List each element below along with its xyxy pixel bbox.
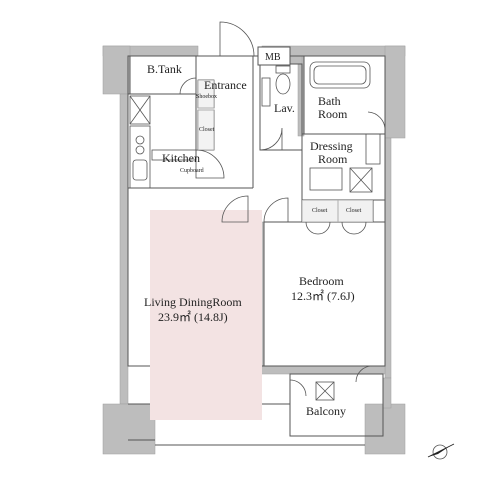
label-living-dining: Living DiningRoom [144, 295, 242, 309]
door-entrance[interactable] [219, 21, 255, 57]
wall-column-top-right [384, 45, 406, 139]
door-bath[interactable] [367, 111, 386, 131]
door-balcony[interactable] [355, 365, 373, 383]
door-living[interactable] [221, 195, 249, 223]
door-balcony-left[interactable] [289, 379, 307, 397]
kitchen-sink [132, 159, 148, 181]
label-b-tank: B.Tank [147, 62, 182, 76]
door-btank[interactable] [179, 77, 197, 95]
label-kitchen: Kitchen [162, 151, 200, 165]
door-lav[interactable] [259, 127, 283, 151]
label-living-dining-area: 23.9㎡ (14.8J) [158, 310, 228, 324]
stove-icon [135, 135, 145, 155]
door-kitchen[interactable] [195, 149, 225, 179]
wall-bath-left [297, 55, 305, 137]
label-bath: Bath [318, 94, 341, 108]
wall-right [384, 137, 392, 379]
kitchen-counter [129, 125, 151, 189]
door-closet-4[interactable] [353, 221, 367, 235]
doors [179, 21, 386, 397]
dressing-box [349, 167, 373, 193]
label-entrance: Entrance [204, 78, 247, 92]
bath-outline [303, 55, 386, 135]
wall-column-bottom-right [364, 403, 406, 455]
closet-strip-shade [302, 200, 373, 222]
label-closet-right: Closet [346, 208, 362, 214]
label-shoebox: Shoebox [196, 94, 217, 100]
wall-balcony-right [382, 377, 392, 409]
label-closet-left: Closet [312, 208, 328, 214]
ac-unit [315, 381, 335, 401]
door-closet-1[interactable] [305, 221, 319, 235]
label-cupboard: Cupboard [180, 168, 204, 174]
label-balcony: Balcony [306, 404, 346, 418]
dressing-closet-top [365, 133, 381, 165]
label-closet-entrance: Closet [199, 127, 215, 133]
compass-icon [427, 443, 455, 460]
bathtub-icon [309, 61, 371, 89]
label-mb: MB [265, 52, 281, 63]
door-closet-2[interactable] [317, 221, 331, 235]
wall-column-bottom-left [102, 403, 156, 455]
door-bedroom[interactable] [263, 197, 289, 223]
wall-left [119, 93, 129, 405]
mb-box [257, 46, 291, 66]
balcony-outline [289, 373, 384, 437]
sink-icon [261, 77, 271, 107]
label-dressing-room: Room [318, 152, 348, 166]
btank-outline [129, 55, 197, 95]
cupboard-cabinet [151, 149, 197, 161]
label-bedroom: Bedroom [299, 274, 344, 288]
label-lav: Lav. [274, 101, 295, 115]
living-dining-area-ext [170, 370, 262, 420]
fridge [129, 95, 151, 125]
label-bedroom-area: 12.3㎡ (7.6J) [291, 289, 355, 303]
toilet-icon [275, 65, 291, 95]
door-closet-3[interactable] [341, 221, 355, 235]
washer [309, 167, 343, 191]
shoebox-shade [198, 80, 214, 150]
label-bath-room: Room [318, 107, 348, 121]
label-dressing: Dressing [310, 139, 353, 153]
wall-column-top-left [102, 45, 131, 95]
